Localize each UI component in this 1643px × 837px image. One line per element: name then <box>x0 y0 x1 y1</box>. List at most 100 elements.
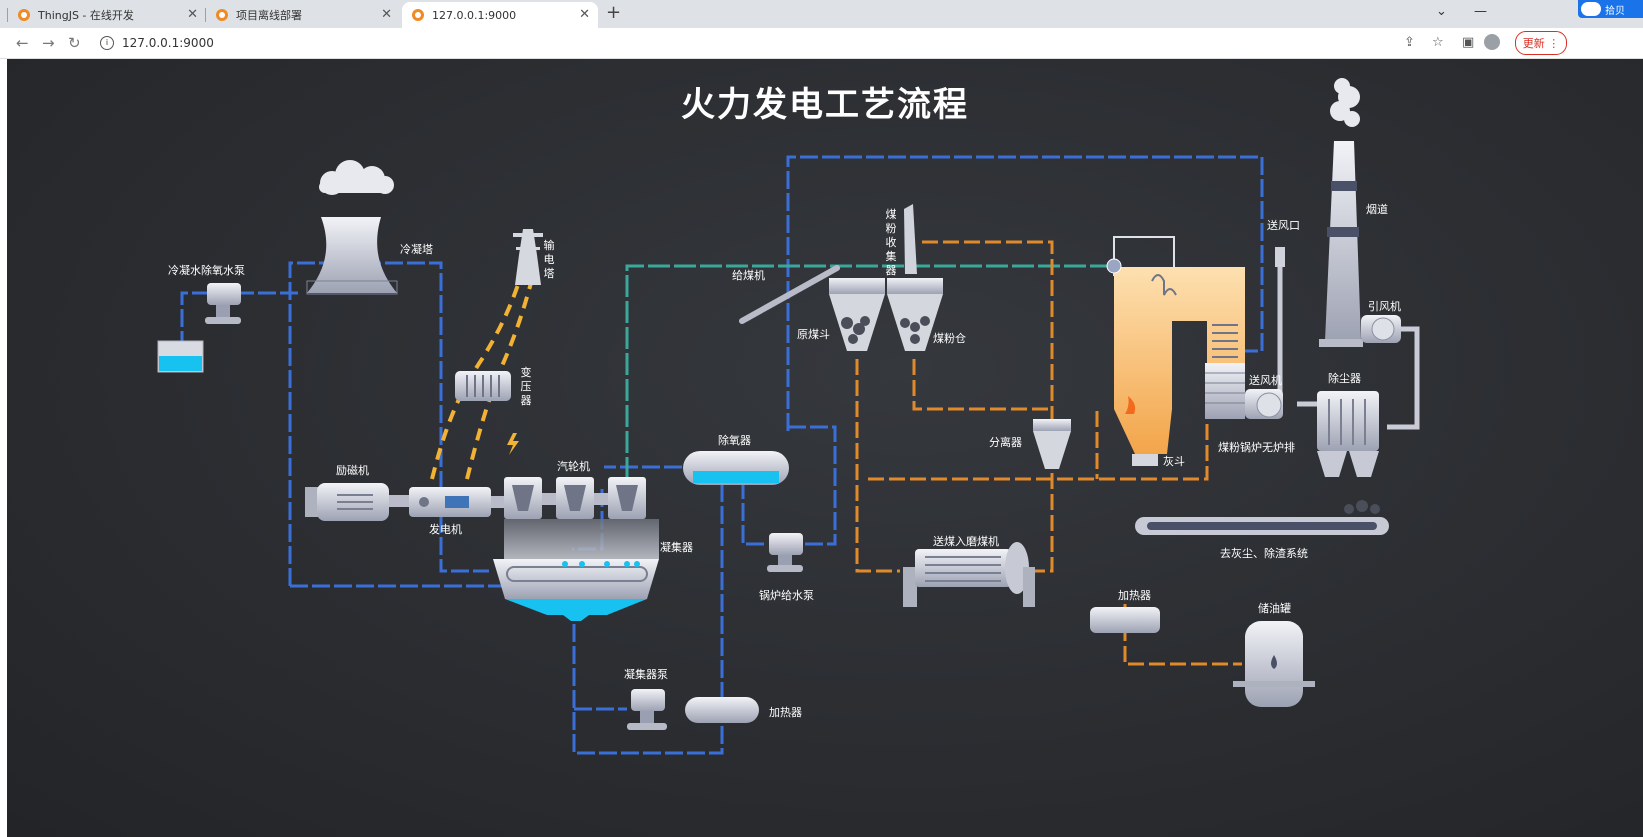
close-icon[interactable]: ✕ <box>381 7 392 22</box>
raw-coal-hopper <box>829 278 885 351</box>
deaerator <box>683 451 789 485</box>
label-cooling-tower: 冷凝塔 <box>400 243 433 256</box>
water-tank <box>157 340 204 373</box>
bookmark-star-icon[interactable]: ☆ <box>1432 35 1444 50</box>
separator <box>1033 419 1071 469</box>
tab-localhost[interactable]: 127.0.0.1:9000 ✕ <box>402 2 598 28</box>
label-pulverized-bin: 煤粉仓 <box>933 332 966 345</box>
close-icon[interactable]: ✕ <box>579 7 590 22</box>
label-chimney: 烟道 <box>1366 203 1388 216</box>
baidu-netdisk-extension[interactable]: 拾贝 <box>1578 0 1643 18</box>
label-transmission-tower: 输电塔 <box>543 239 555 280</box>
steam-turbine <box>504 477 646 519</box>
side-panel-icon[interactable]: ▣ <box>1462 35 1475 50</box>
tab-label: 项目离线部署 <box>236 9 302 22</box>
label-transformer: 变压器 <box>520 366 532 407</box>
share-icon[interactable]: ⇪ <box>1404 35 1415 50</box>
steam-pipes <box>625 264 1114 479</box>
boiler-feed-pump <box>767 533 803 572</box>
label-induced-fan: 引风机 <box>1368 300 1401 313</box>
label-ash-hopper: 灰斗 <box>1163 455 1185 468</box>
ash-conveyor <box>1135 500 1389 535</box>
label-deaerator: 除氧器 <box>718 434 751 447</box>
dust-collector <box>1317 391 1379 477</box>
minimize-button[interactable]: — <box>1474 4 1487 19</box>
label-boiler-feed-pump: 锅炉给水泵 <box>759 589 814 602</box>
process-diagram <box>157 78 1420 755</box>
oil-tank <box>1233 621 1315 707</box>
flame-icon <box>1125 396 1136 414</box>
back-arrow-icon[interactable]: ← <box>16 34 29 52</box>
coal-mill <box>903 542 1035 607</box>
exciter <box>305 483 409 521</box>
new-tab-button[interactable]: + <box>606 2 622 23</box>
browser-toolbar: ← → ↻ i 127.0.0.1:9000 ⇪ ☆ ▣ 更新 ⋮ <box>0 28 1643 59</box>
label-boiler-exhaust: 煤粉锅炉无炉排 <box>1218 441 1295 454</box>
transmission-tower <box>513 229 543 285</box>
air-inlet <box>1275 247 1285 267</box>
thingjs-favicon-icon <box>412 9 424 21</box>
label-condenser: 凝集器 <box>660 541 693 554</box>
label-turbine: 汽轮机 <box>557 460 590 473</box>
url-text: 127.0.0.1:9000 <box>122 36 214 50</box>
address-bar[interactable]: i 127.0.0.1:9000 <box>96 31 1390 55</box>
tab-thingjs[interactable]: ThingJS - 在线开发 ✕ <box>7 2 206 28</box>
boiler <box>1106 236 1245 466</box>
label-heater-bottom: 加热器 <box>769 706 802 719</box>
label-air-inlet: 送风口 <box>1267 219 1300 232</box>
cooling-tower <box>307 217 397 293</box>
page-title: 火力发电工艺流程 <box>681 85 969 125</box>
label-oil-tank: 储油罐 <box>1258 602 1291 615</box>
tab-label: ThingJS - 在线开发 <box>38 9 134 22</box>
condenser-pump <box>627 689 667 730</box>
oil-drop-icon <box>1271 655 1277 669</box>
label-ash-system: 去灰尘、除渣系统 <box>1220 547 1308 560</box>
supply-fan <box>1245 389 1283 419</box>
thingjs-favicon-icon <box>18 9 30 21</box>
label-condenser-pump: 凝集器泵 <box>624 668 668 681</box>
coal-feeder <box>739 265 840 324</box>
update-label: 更新 <box>1522 37 1545 50</box>
pulverized-coal-collector <box>887 204 943 351</box>
label-heater-right: 加热器 <box>1118 589 1151 602</box>
fuel-pipes <box>855 240 1242 666</box>
site-info-icon[interactable]: i <box>100 36 114 50</box>
tab-search-chevron-icon[interactable]: ⌄ <box>1436 4 1447 19</box>
label-exciter: 励磁机 <box>336 464 369 477</box>
cloud-icon <box>319 160 394 195</box>
air-preheater <box>1205 363 1245 419</box>
power-cables <box>430 268 537 480</box>
label-supply-fan: 送风机 <box>1249 374 1282 387</box>
cooling-tower-base <box>306 280 398 295</box>
label-coal-feeder: 给煤机 <box>732 269 765 282</box>
generator <box>409 487 505 517</box>
label-separator: 分离器 <box>989 436 1022 449</box>
profile-avatar[interactable] <box>1484 34 1500 50</box>
tab-strip: ThingJS - 在线开发 ✕ 项目离线部署 ✕ 127.0.0.1:9000… <box>0 0 1643 28</box>
induced-fan <box>1361 315 1401 343</box>
heater-bottom <box>685 697 759 723</box>
tab-label: 127.0.0.1:9000 <box>432 8 517 22</box>
reload-icon[interactable]: ↻ <box>68 34 81 52</box>
transformer <box>455 371 511 401</box>
thingjs-favicon-icon <box>216 9 228 21</box>
label-cooling-pump: 冷凝水除氧水泵 <box>168 264 245 277</box>
label-raw-coal-hopper: 原煤斗 <box>797 328 830 341</box>
label-pulverized-collector: 煤粉收集器 <box>885 208 897 277</box>
cooling-pump <box>205 283 241 324</box>
left-gutter <box>0 59 7 837</box>
close-icon[interactable]: ✕ <box>187 7 198 22</box>
extension-label: 拾贝 <box>1605 5 1625 17</box>
label-generator: 发电机 <box>429 523 462 536</box>
chimney <box>1319 78 1363 347</box>
update-button[interactable]: 更新 ⋮ <box>1515 31 1567 55</box>
page-viewport: 火力发电工艺流程 <box>7 59 1643 837</box>
condenser <box>493 519 659 621</box>
cloud-icon <box>1581 2 1601 16</box>
heater-right <box>1090 607 1160 633</box>
tab-offline-deploy[interactable]: 项目离线部署 ✕ <box>205 2 400 28</box>
forward-arrow-icon[interactable]: → <box>42 34 55 52</box>
label-coal-mill: 送煤入磨煤机 <box>933 535 999 548</box>
label-dust-collector: 除尘器 <box>1328 372 1361 385</box>
lightning-icon <box>507 433 519 455</box>
